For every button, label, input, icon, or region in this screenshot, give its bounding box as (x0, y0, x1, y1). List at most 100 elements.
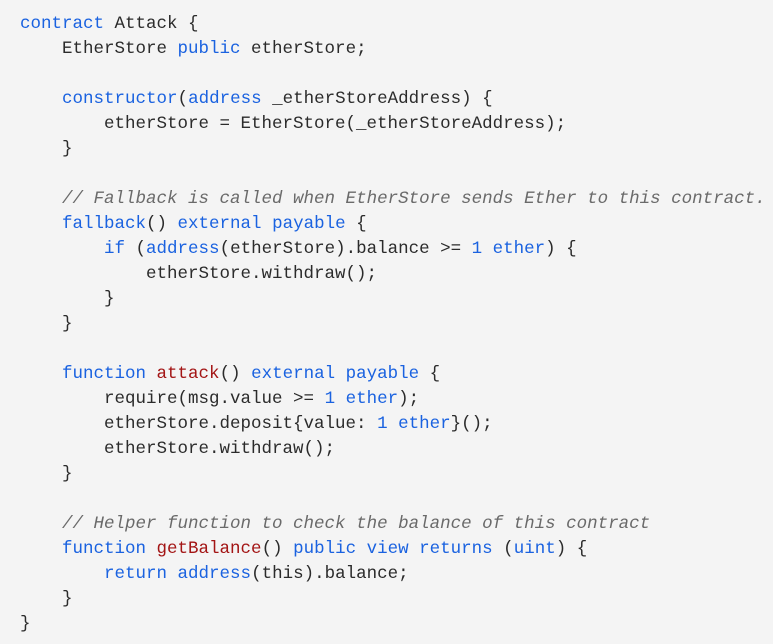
code-line: etherStore.withdraw(); (20, 437, 766, 462)
text-token (146, 364, 157, 384)
keyword-token: constructor (62, 89, 178, 109)
text-token (409, 539, 420, 559)
text-token (20, 239, 104, 259)
code-line: } (20, 312, 766, 337)
comment-token: // Helper function to check the balance … (62, 514, 651, 534)
text-token: (this).balance; (251, 564, 409, 584)
keyword-token: address (146, 239, 220, 259)
keyword-token: ether (398, 414, 451, 434)
keyword-token: public (293, 539, 357, 559)
code-line (20, 162, 766, 187)
text-token: ); (398, 389, 420, 409)
keyword-token: return (104, 564, 168, 584)
keyword-token: contract (20, 14, 105, 34)
text-token (335, 389, 346, 409)
text-token: ) { (555, 539, 588, 559)
keyword-token: if (104, 239, 126, 259)
code-line: function attack() external payable { (20, 362, 766, 387)
text-token: () (219, 364, 252, 384)
code-line: constructor(address _etherStoreAddress) … (20, 87, 766, 112)
text-token (20, 189, 62, 209)
code-line: } (20, 287, 766, 312)
text-token: } (20, 464, 73, 484)
keyword-token: ether (492, 239, 546, 259)
text-token (146, 539, 157, 559)
keyword-token: 1 (324, 389, 336, 409)
code-line (20, 62, 766, 87)
code-line: return address(this).balance; (20, 562, 766, 587)
code-line: } (20, 462, 766, 487)
keyword-token: function (62, 539, 147, 559)
code-line: require(msg.value >= 1 ether); (20, 387, 766, 412)
keyword-token: address (188, 89, 262, 109)
text-token (20, 539, 62, 559)
text-token: ( (177, 89, 189, 109)
text-token (20, 514, 62, 534)
code-line (20, 487, 766, 512)
keyword-token: public (177, 39, 241, 59)
text-token (20, 89, 62, 109)
code-line: etherStore = EtherStore(_etherStoreAddre… (20, 112, 766, 137)
keyword-token: view (366, 539, 409, 559)
text-token: Attack { (104, 14, 199, 34)
keyword-token: 1 (471, 239, 483, 259)
code-line: } (20, 137, 766, 162)
text-token (356, 539, 367, 559)
text-token (482, 239, 493, 259)
code-line (20, 337, 766, 362)
code-line: function getBalance() public view return… (20, 537, 766, 562)
text-token (167, 564, 178, 584)
code-line: fallback() external payable { (20, 212, 766, 237)
text-token: ) { (545, 239, 577, 259)
text-token: { (419, 364, 441, 384)
code-line: } (20, 612, 766, 637)
text-token: ( (492, 539, 514, 559)
code-line: if (address(etherStore).balance >= 1 eth… (20, 237, 766, 262)
keyword-token: ether (345, 389, 399, 409)
keyword-token: external (251, 364, 336, 384)
text-token: _etherStoreAddress) { (261, 89, 493, 109)
text-token: require(msg.value >= (20, 389, 325, 409)
function-name-token: attack (156, 364, 220, 384)
keyword-token: function (62, 364, 147, 384)
text-token: } (20, 589, 73, 609)
text-token: etherStore; (240, 39, 367, 59)
text-token: (etherStore).balance >= (219, 239, 472, 259)
keyword-token: 1 (377, 414, 388, 434)
text-token: etherStore.deposit{value: (20, 414, 378, 434)
keyword-token: payable (345, 364, 420, 384)
code-line: // Helper function to check the balance … (20, 512, 766, 537)
text-token (20, 214, 62, 234)
code-line: } (20, 587, 766, 612)
text-token (20, 564, 104, 584)
comment-token: // Fallback is called when EtherStore se… (62, 189, 766, 209)
text-token: } (20, 614, 31, 634)
code-block: contract Attack { EtherStore public ethe… (20, 12, 766, 637)
keyword-token: payable (272, 214, 346, 234)
keyword-token: address (177, 564, 252, 584)
text-token: etherStore = EtherStore(_etherStoreAddre… (20, 114, 567, 134)
text-token (20, 364, 62, 384)
text-token: etherStore.withdraw(); (20, 264, 378, 284)
keyword-token: fallback (62, 214, 147, 234)
code-line: // Fallback is called when EtherStore se… (20, 187, 766, 212)
code-line: etherStore.withdraw(); (20, 262, 766, 287)
text-token: () (146, 214, 178, 234)
text-token: } (20, 314, 73, 334)
text-token: ( (125, 239, 147, 259)
text-token: { (345, 214, 367, 234)
code-line: EtherStore public etherStore; (20, 37, 766, 62)
text-token: () (261, 539, 294, 559)
text-token (388, 414, 399, 434)
text-token: EtherStore (20, 39, 178, 59)
code-line: contract Attack { (20, 12, 766, 37)
keyword-token: external (177, 214, 262, 234)
keyword-token: uint (513, 539, 556, 559)
text-token: }(); (450, 414, 493, 434)
text-token (335, 364, 346, 384)
text-token: etherStore.withdraw(); (20, 439, 336, 459)
text-token: } (20, 289, 115, 309)
text-token (262, 214, 273, 234)
code-line: etherStore.deposit{value: 1 ether}(); (20, 412, 766, 437)
keyword-token: returns (419, 539, 493, 559)
